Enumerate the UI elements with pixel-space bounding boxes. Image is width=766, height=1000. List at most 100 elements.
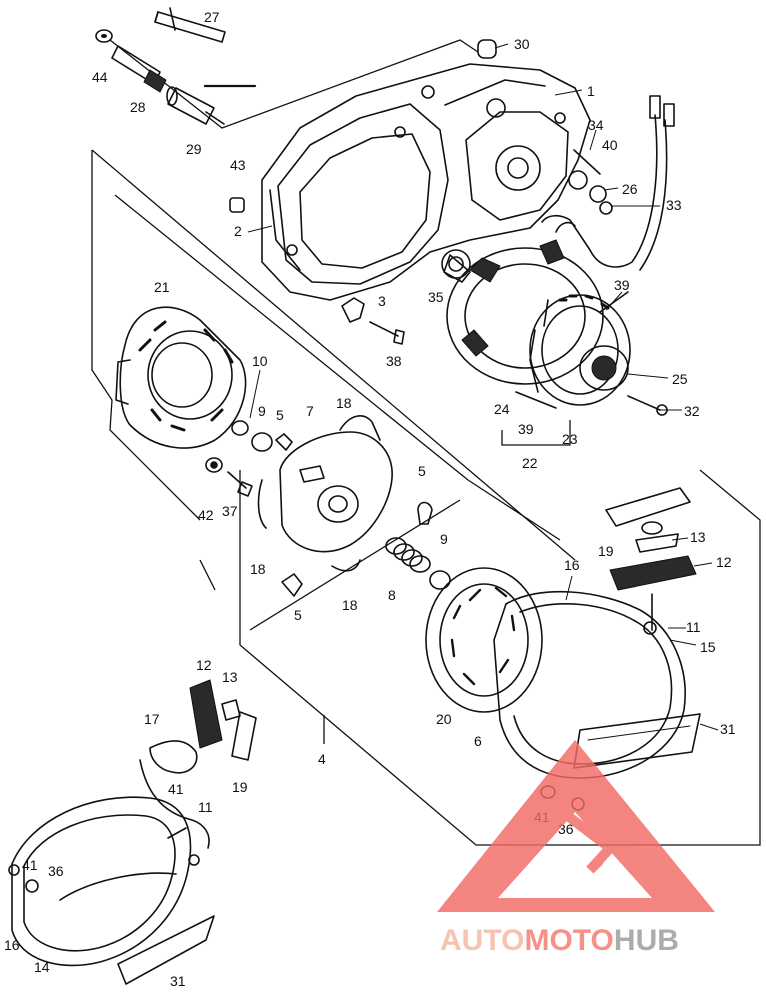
logo-triangle-icon bbox=[437, 740, 715, 912]
part-5-pawl-a bbox=[275, 433, 293, 451]
part-label: 19 bbox=[232, 779, 248, 795]
part-14-cover bbox=[11, 796, 192, 967]
stator-group-line-b bbox=[467, 479, 561, 541]
part-19-strip-b bbox=[231, 711, 257, 761]
part-label: 43 bbox=[230, 157, 246, 173]
part-label: 11 bbox=[686, 619, 701, 635]
part-33-ring bbox=[599, 201, 613, 215]
part-39-bolt-a bbox=[599, 291, 629, 313]
part-label: 9 bbox=[258, 403, 266, 419]
part-label: 35 bbox=[428, 289, 444, 305]
watermark-moto: MOTO bbox=[524, 924, 613, 957]
watermark-hub: HUB bbox=[614, 924, 679, 957]
part-label: 39 bbox=[518, 421, 534, 437]
part-label: 23 bbox=[562, 431, 578, 447]
part-44-washer bbox=[95, 29, 113, 43]
part-label: 26 bbox=[622, 181, 638, 197]
part-23-ring bbox=[529, 294, 631, 406]
part-label: 29 bbox=[186, 141, 202, 157]
sensor-wire bbox=[541, 114, 658, 268]
part-42-37-bolt bbox=[205, 457, 253, 497]
part-label: 44 bbox=[92, 69, 108, 85]
part-label: 8 bbox=[388, 587, 396, 603]
cover-group-line-b bbox=[249, 499, 461, 631]
watermark-text: AUTOMOTOHUB bbox=[440, 924, 679, 957]
part-label: 6 bbox=[474, 733, 482, 749]
leader-30 bbox=[494, 43, 509, 49]
part-label: 22 bbox=[522, 455, 538, 471]
part-label: 5 bbox=[294, 607, 302, 623]
rotor-group-line bbox=[91, 150, 201, 521]
part-label: 18 bbox=[336, 395, 352, 411]
part-label: 2 bbox=[234, 223, 242, 239]
part-19-strip bbox=[605, 487, 691, 527]
part-label: 40 bbox=[602, 137, 618, 153]
part-32-bolt bbox=[627, 395, 661, 411]
leader-2 bbox=[247, 225, 273, 233]
leader-26 bbox=[603, 187, 619, 191]
part-label: 18 bbox=[342, 597, 358, 613]
part-label: 24 bbox=[494, 401, 510, 417]
part-9-washer-b bbox=[429, 570, 451, 590]
part-label: 37 bbox=[222, 503, 238, 519]
part-36-screw-b bbox=[25, 879, 39, 893]
part-37-bolt bbox=[227, 471, 247, 489]
part-13-clip-b bbox=[221, 699, 241, 721]
part-30-plug bbox=[477, 39, 497, 59]
part-17-rope bbox=[149, 740, 198, 774]
part-25-hub bbox=[579, 345, 629, 391]
part-label: 32 bbox=[684, 403, 700, 419]
leader-lines bbox=[247, 43, 719, 731]
part-label: 28 bbox=[130, 99, 146, 115]
part-label: 3 bbox=[378, 293, 386, 309]
part-label: 20 bbox=[436, 711, 452, 727]
part-label: 5 bbox=[276, 407, 284, 423]
part-label: 5 bbox=[418, 463, 426, 479]
stator-assembly bbox=[441, 221, 668, 416]
part-label: 14 bbox=[34, 959, 50, 975]
clip-and-bolt bbox=[341, 297, 405, 345]
part-6-housing bbox=[493, 590, 686, 779]
part-35-seal bbox=[441, 249, 471, 279]
part-8-spring bbox=[385, 537, 431, 573]
leader-25 bbox=[627, 373, 669, 379]
part-label: 38 bbox=[386, 353, 402, 369]
part-24-base bbox=[446, 247, 604, 385]
part-18-spring-a bbox=[339, 415, 381, 441]
part-34-bolt bbox=[573, 149, 601, 175]
part-12-grip bbox=[609, 555, 697, 591]
lower-cover-assembly bbox=[8, 679, 257, 985]
leader-34 bbox=[589, 129, 597, 151]
part-label: 31 bbox=[170, 973, 186, 989]
recoil-starter bbox=[425, 567, 701, 779]
part-label: 36 bbox=[48, 863, 64, 879]
part-42-washer bbox=[205, 457, 223, 473]
part-3-clip bbox=[341, 297, 365, 323]
part-31-emblem-b bbox=[117, 915, 215, 985]
part-39-bolt-b bbox=[515, 391, 557, 409]
part-labels: 1 2 3 4 5 5 5 6 7 8 9 9 10 11 11 12 12 1… bbox=[4, 9, 736, 989]
rotor-group-line-b bbox=[91, 149, 576, 561]
part-18-spring-b bbox=[331, 559, 361, 572]
part-label: 1 bbox=[587, 83, 595, 99]
part-29-bushing bbox=[166, 86, 225, 125]
part-label: 42 bbox=[198, 507, 214, 523]
part-26-spacer bbox=[589, 185, 607, 203]
group-boundary-lines bbox=[91, 39, 761, 846]
part-label: 25 bbox=[672, 371, 688, 387]
sensor-wire-b bbox=[639, 119, 668, 271]
leader-13 bbox=[671, 537, 689, 541]
part-13-clip bbox=[641, 521, 663, 535]
handle-assembly bbox=[605, 487, 697, 591]
part-label: 15 bbox=[700, 639, 716, 655]
leader-16 bbox=[565, 575, 573, 601]
leader-1 bbox=[554, 89, 583, 96]
stator-wire bbox=[555, 221, 576, 233]
part-label: 10 bbox=[252, 353, 268, 369]
part-5-pawl-c bbox=[417, 501, 433, 525]
watermark-logo: AUTOMOTOHUB bbox=[437, 740, 715, 957]
cover-group-line bbox=[239, 469, 761, 846]
kick-shaft-set bbox=[95, 7, 257, 125]
sensor-assembly bbox=[541, 95, 675, 271]
part-label: 31 bbox=[720, 721, 736, 737]
